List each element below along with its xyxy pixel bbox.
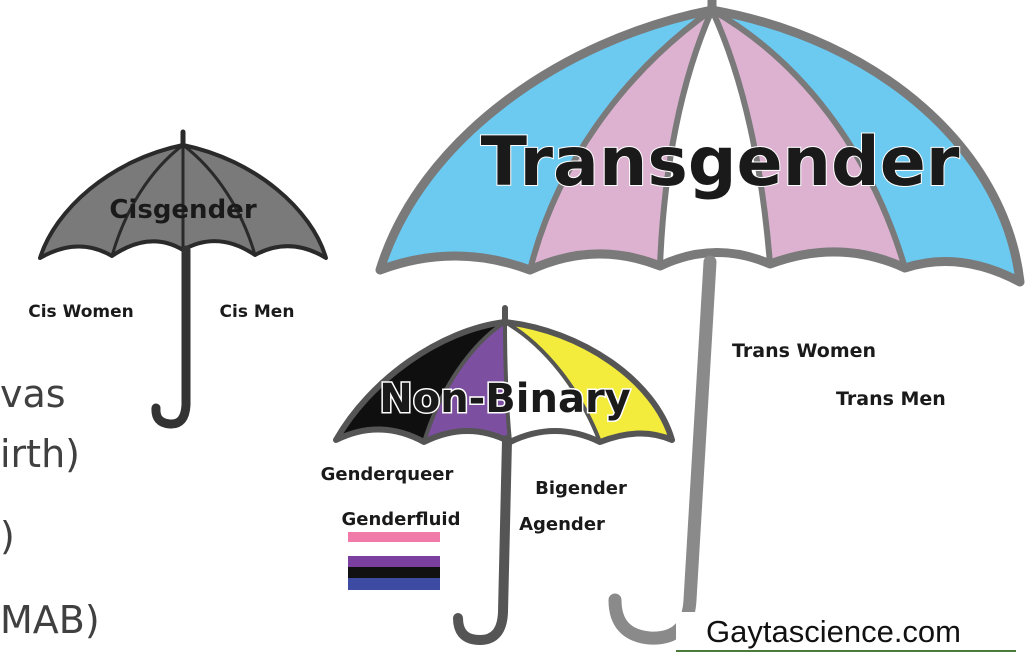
agender-label: Agender xyxy=(519,514,605,535)
cisgender-title: Cisgender xyxy=(109,195,256,225)
genderfluid-flag-pink-stripe xyxy=(348,532,440,542)
credit-underline xyxy=(676,650,1016,652)
transgender-handle xyxy=(615,262,710,638)
cis-men-label: Cis Men xyxy=(220,302,295,322)
transgender-umbrella: Transgender Trans Women Trans Men xyxy=(380,0,1020,638)
trans-men-label: Trans Men xyxy=(836,388,946,410)
cis-women-label: Cis Women xyxy=(28,302,134,322)
trans-women-label: Trans Women xyxy=(732,340,876,362)
transgender-title: Transgender xyxy=(481,123,960,202)
genderfluid-label: Genderfluid xyxy=(342,509,461,530)
bigender-label: Bigender xyxy=(535,478,627,499)
genderfluid-flag-blue-stripe xyxy=(348,578,440,590)
cisgender-handle xyxy=(156,250,186,424)
genderfluid-flag-white-stripe xyxy=(348,542,440,556)
genderqueer-label: Genderqueer xyxy=(321,464,454,485)
source-credit: Gaytascience.com xyxy=(706,614,961,650)
genderfluid-flag-purple-stripe xyxy=(348,556,440,567)
nonbinary-title: Non-Binary xyxy=(379,376,631,422)
nonbinary-umbrella: Non-Binary Genderqueer Bigender Genderfl… xyxy=(321,308,672,640)
cisgender-umbrella: Cisgender Cis Women Cis Men xyxy=(28,132,326,424)
nonbinary-handle xyxy=(458,440,507,640)
genderfluid-flag-black-stripe xyxy=(348,567,440,578)
genderfluid-flag xyxy=(348,532,440,590)
